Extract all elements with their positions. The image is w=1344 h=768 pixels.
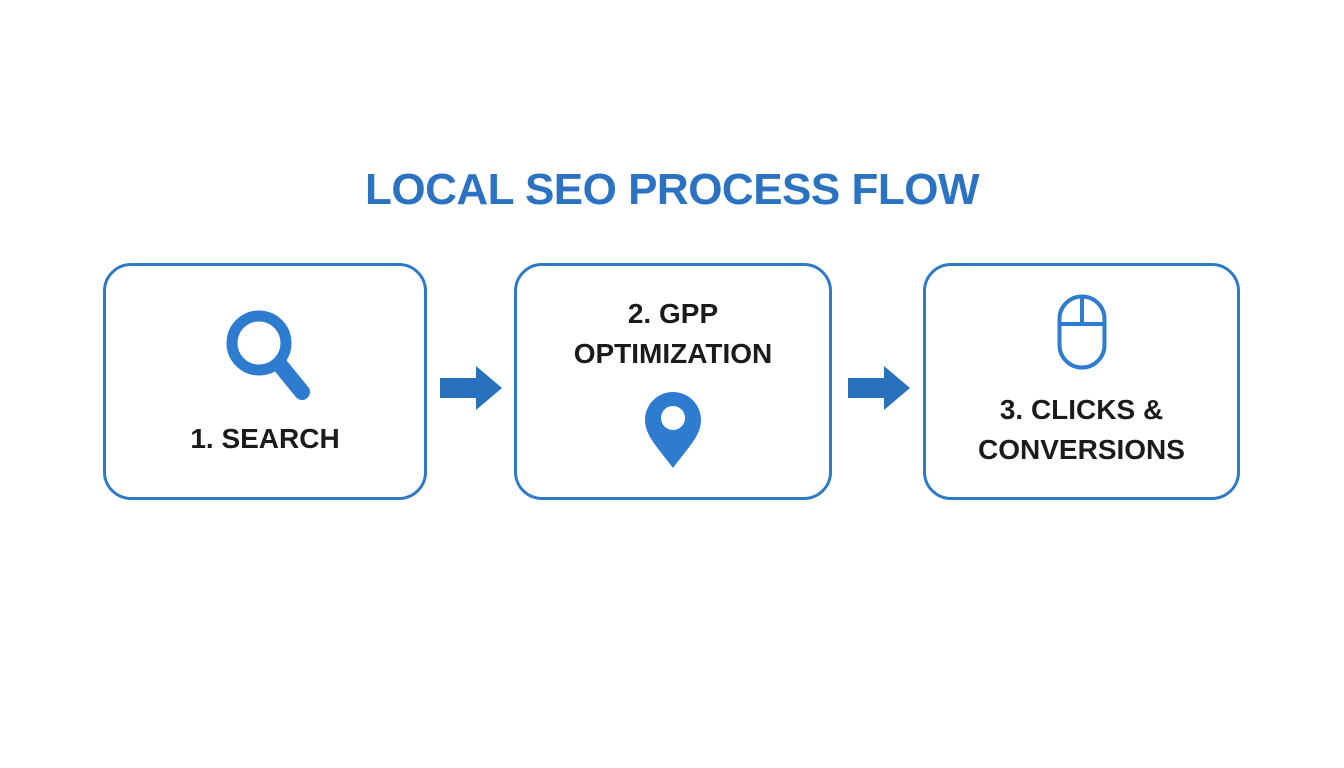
step-box-search: 1. SEARCH bbox=[103, 263, 427, 500]
magnifier-icon bbox=[219, 305, 311, 403]
mouse-icon bbox=[1057, 294, 1107, 370]
location-pin-icon bbox=[643, 391, 703, 469]
page-title: LOCAL SEO PROCESS FLOW bbox=[364, 165, 980, 214]
step-box-clicks-conversions: 3. CLICKS & CONVERSIONS bbox=[923, 263, 1240, 500]
step-label-search: 1. SEARCH bbox=[190, 422, 340, 454]
flow-arrow-icon bbox=[848, 364, 910, 412]
step-box-gpp-optimization: 2. GPP OPTIMIZATION bbox=[514, 263, 832, 500]
flow-arrow-icon bbox=[440, 364, 502, 412]
step-label-gpp-optimization: 2. GPP OPTIMIZATION bbox=[573, 298, 773, 369]
step-label-clicks-conversions: 3. CLICKS & CONVERSIONS bbox=[978, 394, 1185, 465]
